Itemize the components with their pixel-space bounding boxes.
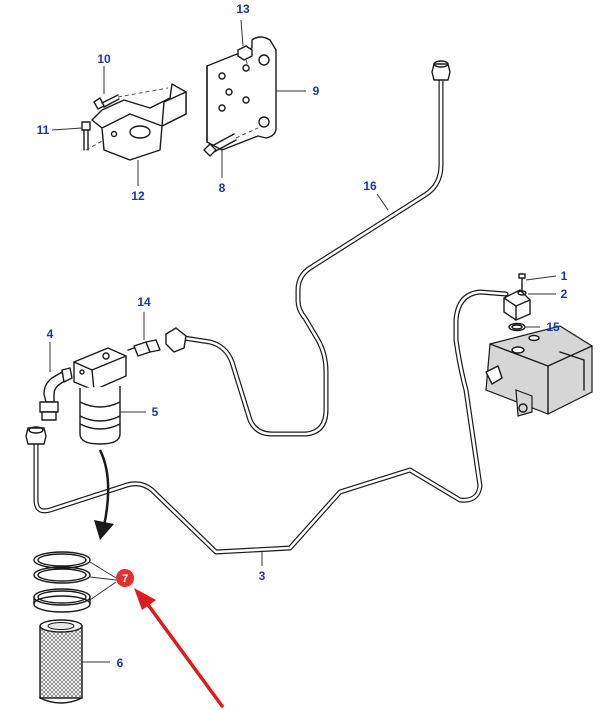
pipe-nut-left	[25, 426, 47, 445]
callout-3: 3	[259, 569, 266, 583]
filter-head-5	[73, 347, 127, 391]
elbow-fitting-4	[39, 367, 73, 421]
leader-1	[525, 275, 557, 281]
callout-9: 9	[313, 84, 320, 98]
pipe-nut-top	[431, 60, 451, 81]
pipe-16	[181, 75, 444, 437]
fitting-14	[127, 339, 161, 357]
filter-element-6	[39, 619, 83, 704]
bracket-12	[91, 83, 187, 161]
callout-14: 14	[137, 295, 151, 309]
callout-5: 5	[152, 405, 159, 419]
pipe-3	[33, 289, 509, 555]
callout-12: 12	[131, 189, 145, 203]
callout-10: 10	[97, 52, 111, 66]
callout-15: 15	[546, 320, 560, 334]
removal-arrow	[94, 449, 114, 540]
leader-16	[376, 193, 389, 211]
bolt-11	[81, 121, 91, 151]
callout-16: 16	[363, 179, 377, 193]
valve-block	[485, 325, 593, 417]
washer-2	[517, 290, 527, 296]
elbow-connector-2	[503, 289, 531, 321]
callout-1: 1	[561, 269, 568, 283]
bolt-10	[93, 94, 120, 110]
callout-11: 11	[37, 123, 50, 137]
highlight-badge-7: 7	[116, 569, 134, 587]
leader-13	[240, 19, 244, 47]
leader-11	[51, 127, 83, 131]
callout-6: 6	[117, 656, 124, 670]
red-pointer-arrow	[134, 588, 224, 708]
callout-7: 7	[122, 573, 128, 585]
pipe-nut-filter	[165, 327, 187, 353]
seal-rings-7	[33, 551, 91, 613]
callout-8: 8	[219, 181, 226, 195]
screw-1	[518, 273, 526, 291]
callout-2: 2	[561, 287, 568, 301]
leader-7	[89, 561, 117, 601]
o-ring-15	[508, 322, 526, 332]
bracket-plate-9	[206, 36, 277, 151]
nut-13	[237, 45, 253, 61]
bolt-8	[203, 133, 237, 157]
filter-bowl-5	[79, 386, 121, 445]
callout-13: 13	[236, 2, 250, 16]
callout-4: 4	[47, 327, 54, 341]
